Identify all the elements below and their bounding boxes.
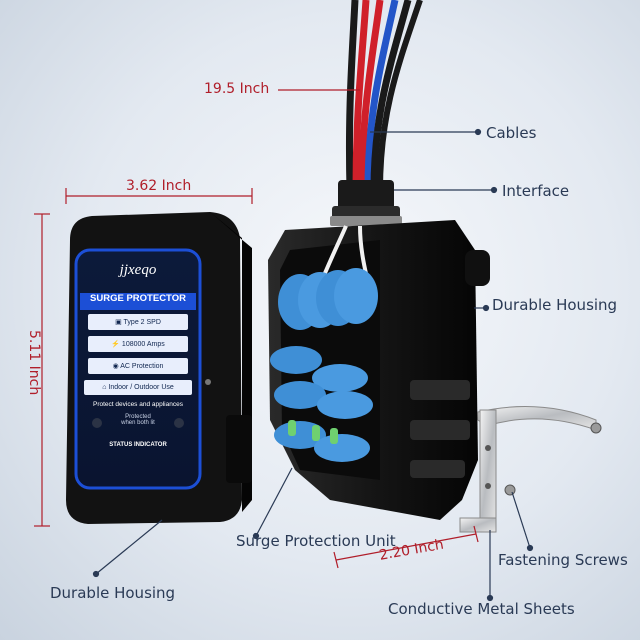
feature-list: ▣ Type 2 SPD ⚡ 108000 Amps ◉ AC Protecti… [78, 314, 198, 395]
dimension-lines [34, 89, 479, 569]
feature-icon: ◉ [112, 363, 121, 370]
status-led-icon [92, 418, 102, 428]
callout-surge-protection-unit: Surge Protection Unit [236, 532, 396, 550]
cable-length-dimension: 19.5 Inch [204, 81, 270, 97]
feature-icon: ⚡ [111, 341, 122, 348]
feature-icon: ▣ [115, 319, 124, 326]
callout-durable-housing-right: Durable Housing [492, 296, 618, 314]
status-led-icon [174, 418, 184, 428]
callout-leaders [92, 128, 534, 602]
interface-connector [330, 180, 402, 226]
front-surge-unit [66, 212, 252, 524]
open-surge-unit [268, 220, 602, 533]
feature-icon: ⌂ [102, 384, 109, 391]
callout-durable-housing-left: Durable Housing [50, 584, 176, 602]
callout-fastening-screws: Fastening Screws [498, 551, 628, 569]
protected-text: Protected [125, 414, 151, 420]
feature-amps: ⚡ 108000 Amps [88, 336, 188, 352]
front-panel-text: jjxeqo SURGE PROTECTOR ▣ Type 2 SPD ⚡ 10… [78, 254, 198, 448]
callout-conductive-metal-sheets: Conductive Metal Sheets [388, 600, 575, 618]
width-dimension: 3.62 Inch [126, 178, 192, 194]
callout-cables: Cables [486, 124, 537, 142]
status-indicator-label: STATUS INDICATOR [109, 442, 167, 448]
protect-text: Protect devices and appliances [93, 401, 183, 408]
varistors [270, 268, 378, 462]
when-lit-text: when both lit [121, 420, 155, 426]
conductive-metal-sheet [459, 406, 597, 533]
cables [345, 0, 423, 191]
callout-interface: Interface [502, 182, 570, 200]
feature-type: ▣ Type 2 SPD [88, 314, 188, 330]
feature-indoor: ⌂ Indoor / Outdoor Use [84, 380, 192, 395]
status-lights: Protected when both lit [78, 412, 198, 440]
height-dimension: 5.11 Inch [26, 330, 42, 396]
feature-ac: ◉ AC Protection [88, 358, 188, 374]
panel-title: SURGE PROTECTOR [90, 293, 186, 304]
fastening-screws [504, 422, 602, 496]
brand-logo: jjxeqo [119, 262, 157, 278]
